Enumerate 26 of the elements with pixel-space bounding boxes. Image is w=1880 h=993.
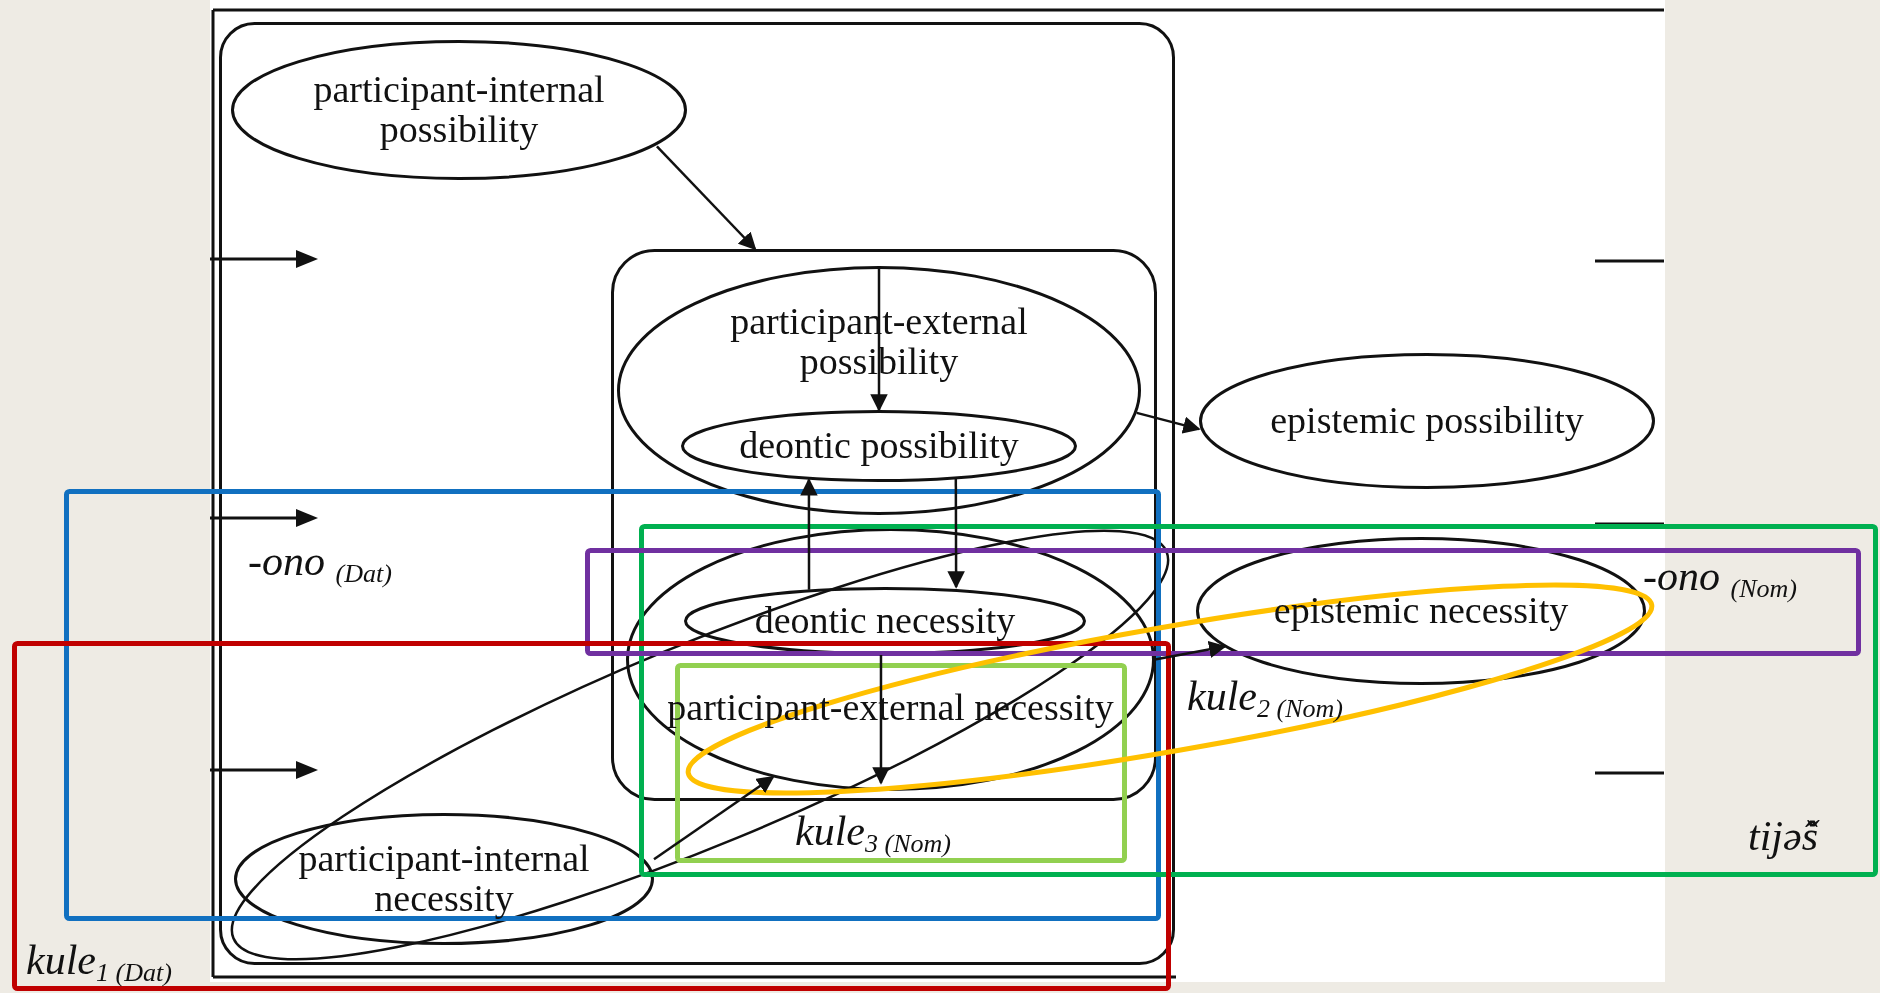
- form-label: kule$_{2 (Nom)}$: [1187, 672, 1343, 724]
- form-label: -ono $_{(Nom)}$: [1643, 552, 1797, 604]
- arrow: [800, 478, 818, 590]
- form-label: kule$_{1 (Dat)}$: [26, 936, 172, 988]
- concept-ellipse: [1199, 353, 1655, 489]
- arrow: [656, 145, 757, 251]
- concept-ellipse: [234, 813, 654, 945]
- concept-label: deontic necessity: [753, 598, 1017, 644]
- form-label: kule$_{3 (Nom)}$: [795, 807, 951, 859]
- arrow: [870, 268, 888, 412]
- arrow: [947, 478, 965, 589]
- domain-box: [219, 22, 1175, 965]
- concept-label: epistemic possibility: [1269, 398, 1585, 444]
- concept-label: participant-internal possibility: [312, 67, 606, 152]
- arrow: [1154, 640, 1227, 661]
- form-label: -ono $_{(Dat)}$: [248, 537, 392, 589]
- form-label: tijə̂š: [1748, 812, 1818, 860]
- concept-ellipse: [626, 528, 1155, 791]
- domain-box: [611, 249, 1157, 801]
- concept-ellipse: [617, 266, 1141, 515]
- concept-label: deontic possibility: [738, 423, 1020, 469]
- concept-label: participant-internal necessity: [297, 836, 591, 921]
- concept-ellipse: [231, 40, 687, 180]
- concept-label: epistemic necessity: [1272, 588, 1570, 634]
- arrow: [1136, 411, 1201, 434]
- concept-ellipse: [681, 410, 1077, 482]
